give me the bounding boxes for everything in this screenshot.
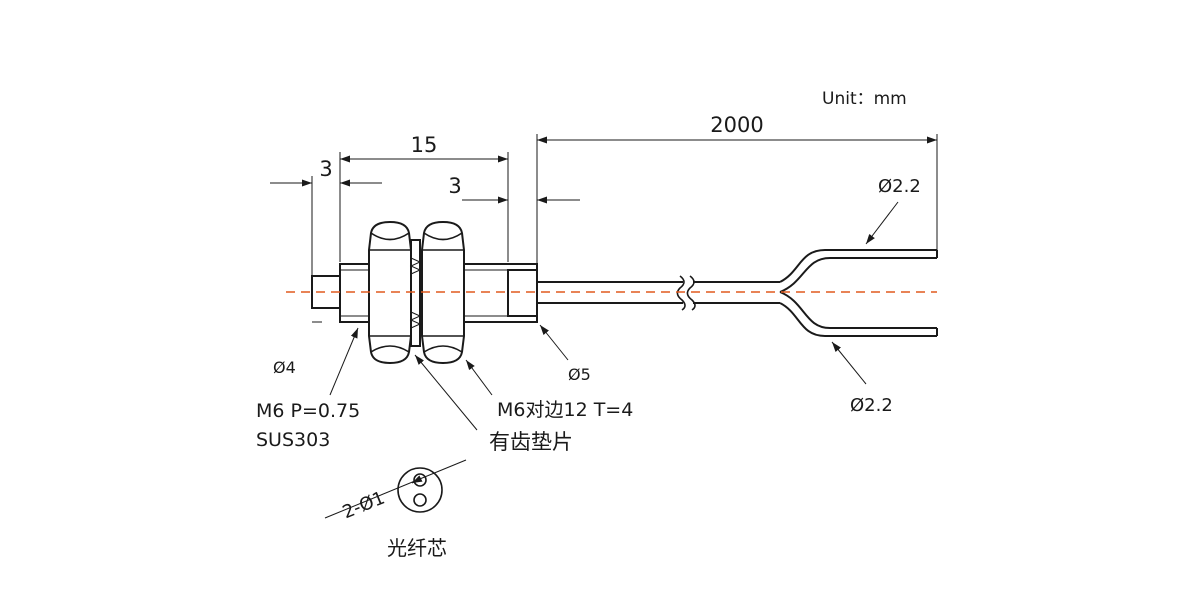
callout-branch-bottom: Ø2.2 (831, 341, 893, 416)
washer-label: 有齿垫片 (489, 430, 573, 454)
dimension-tip-3-label: 3 (319, 157, 332, 181)
callout-tip-diameter: Ø4 (273, 321, 322, 377)
dimension-rear-3-label: 3 (448, 174, 461, 198)
callout-washer: 有齿垫片 (414, 354, 573, 454)
branch-bottom-diameter-label: Ø2.2 (850, 395, 893, 416)
dimension-tip-3: 3 (270, 157, 382, 276)
fiber-cable (537, 249, 938, 337)
thread-spec-label: M6 P=0.75 (256, 400, 360, 422)
dimension-2000-label: 2000 (710, 113, 763, 137)
fiber-core-section: 2-Ø1 光纤芯 (324, 459, 467, 560)
callout-branch-top: Ø2.2 (865, 176, 921, 245)
callout-cable-diameter: Ø5 (539, 324, 591, 384)
material-label: SUS303 (256, 429, 330, 451)
core-spec-label: 2-Ø1 (340, 487, 388, 523)
toothed-washer-1 (409, 239, 422, 347)
unit-label: Unit：mm (822, 89, 907, 109)
dimension-rear-3: 3 (448, 174, 580, 204)
nut-spec-label: M6对边12 T=4 (497, 399, 633, 421)
branch-top-diameter-label: Ø2.2 (878, 176, 921, 197)
fiber-core-label: 光纤芯 (387, 536, 447, 560)
callout-nut: M6对边12 T=4 (465, 359, 633, 421)
dimension-2000: 2000 (536, 113, 938, 282)
dimension-15-label: 15 (411, 133, 438, 157)
cable-diameter-label: Ø5 (568, 365, 591, 384)
hex-nut-1 (368, 220, 412, 365)
dimension-15: 15 (339, 133, 509, 262)
callout-thread: M6 P=0.75 SUS303 (256, 327, 360, 451)
tip-diameter-label: Ø4 (273, 358, 296, 377)
